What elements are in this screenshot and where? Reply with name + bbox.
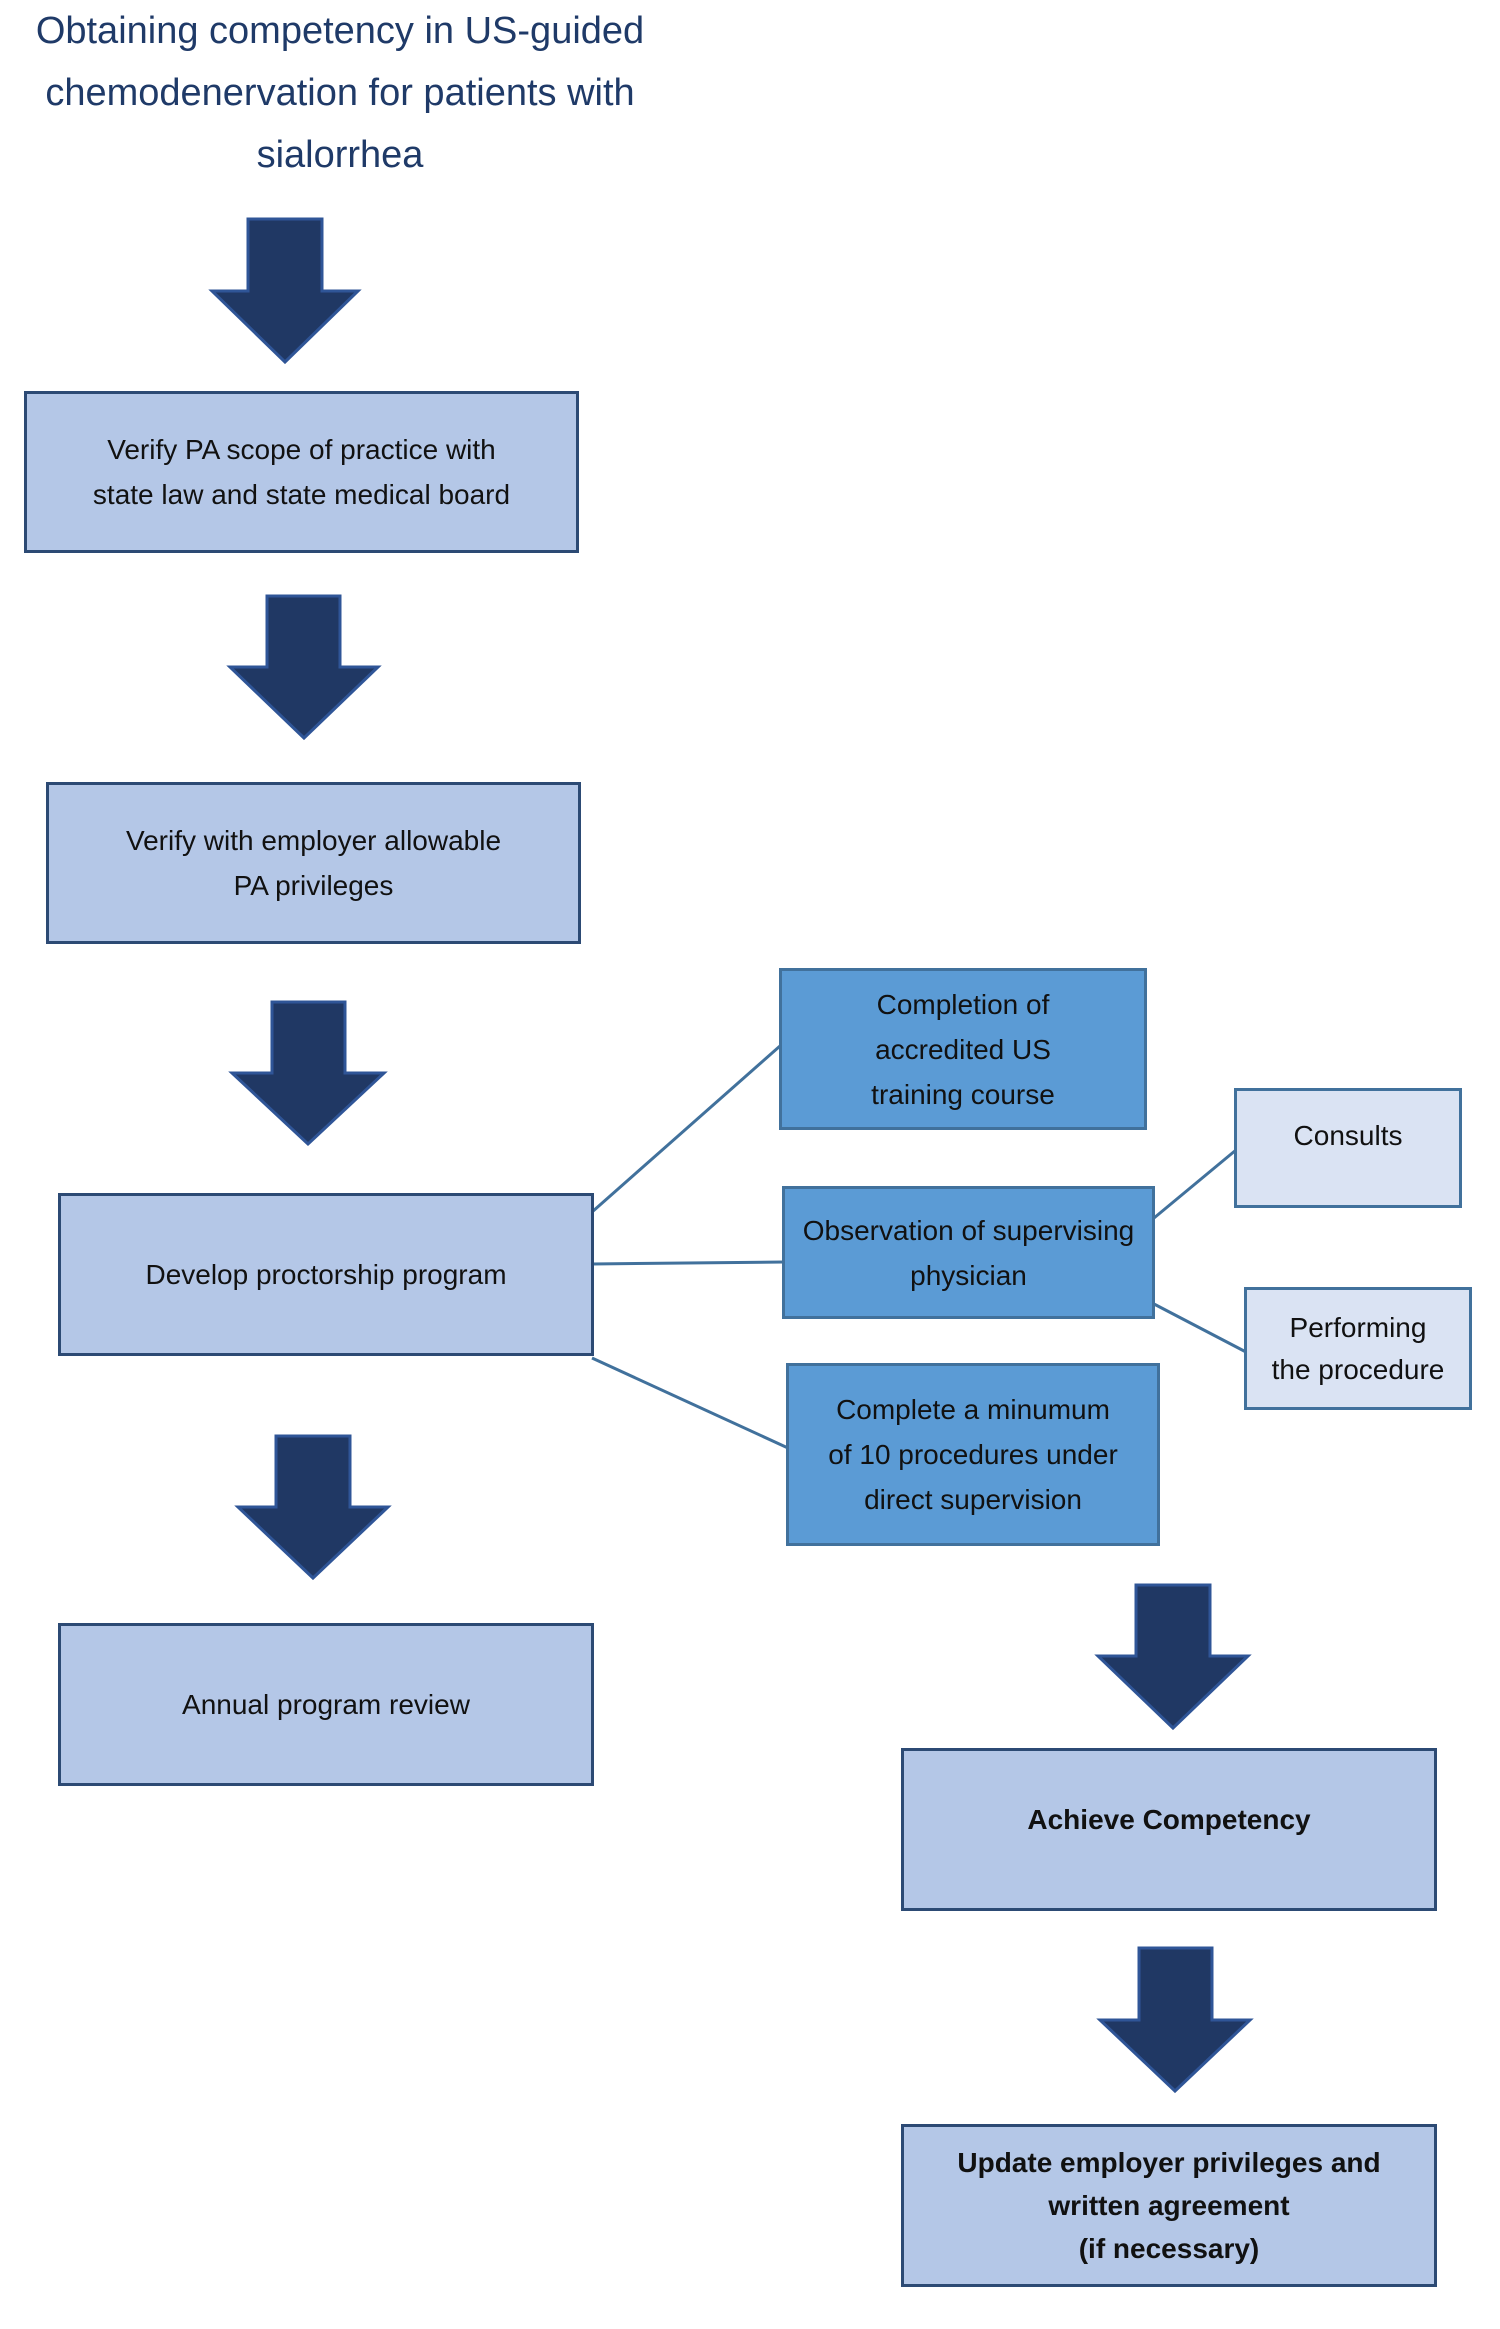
connector-observation-to-consults [1153,1148,1237,1220]
down-arrow-icon [226,594,382,741]
verify-scope-box: Verify PA scope of practice with state l… [24,391,579,553]
complete-procedures-box: Complete a minumum of 10 procedures unde… [786,1363,1160,1546]
page-title: Obtaining competency in US-guided chemod… [35,10,645,176]
down-arrow-icon [234,1434,392,1581]
observation-box: Observation of supervising physician [782,1186,1155,1319]
consults-box: Consults [1234,1088,1462,1208]
completion-course-box: Completion of accredited US training cou… [779,968,1147,1130]
annual-review-box: Annual program review [58,1623,594,1786]
connector-observation-to-performing [1153,1302,1247,1354]
performing-box: Performing the procedure [1244,1287,1472,1410]
down-arrow-icon [228,1000,388,1147]
down-arrow-icon [1094,1583,1252,1731]
connector-proctorship-to-procedures [591,1356,789,1450]
develop-proctorship-box: Develop proctorship program [58,1193,594,1356]
down-arrow-icon [208,217,362,365]
connector-proctorship-to-course [591,1044,781,1214]
verify-employer-box: Verify with employer allowable PA privil… [46,782,581,944]
connector-proctorship-to-observation [591,1260,785,1266]
update-privileges-box: Update employer privileges and written a… [901,2124,1437,2287]
achieve-competency-box: Achieve Competency [901,1748,1437,1911]
down-arrow-icon [1096,1946,1254,2094]
